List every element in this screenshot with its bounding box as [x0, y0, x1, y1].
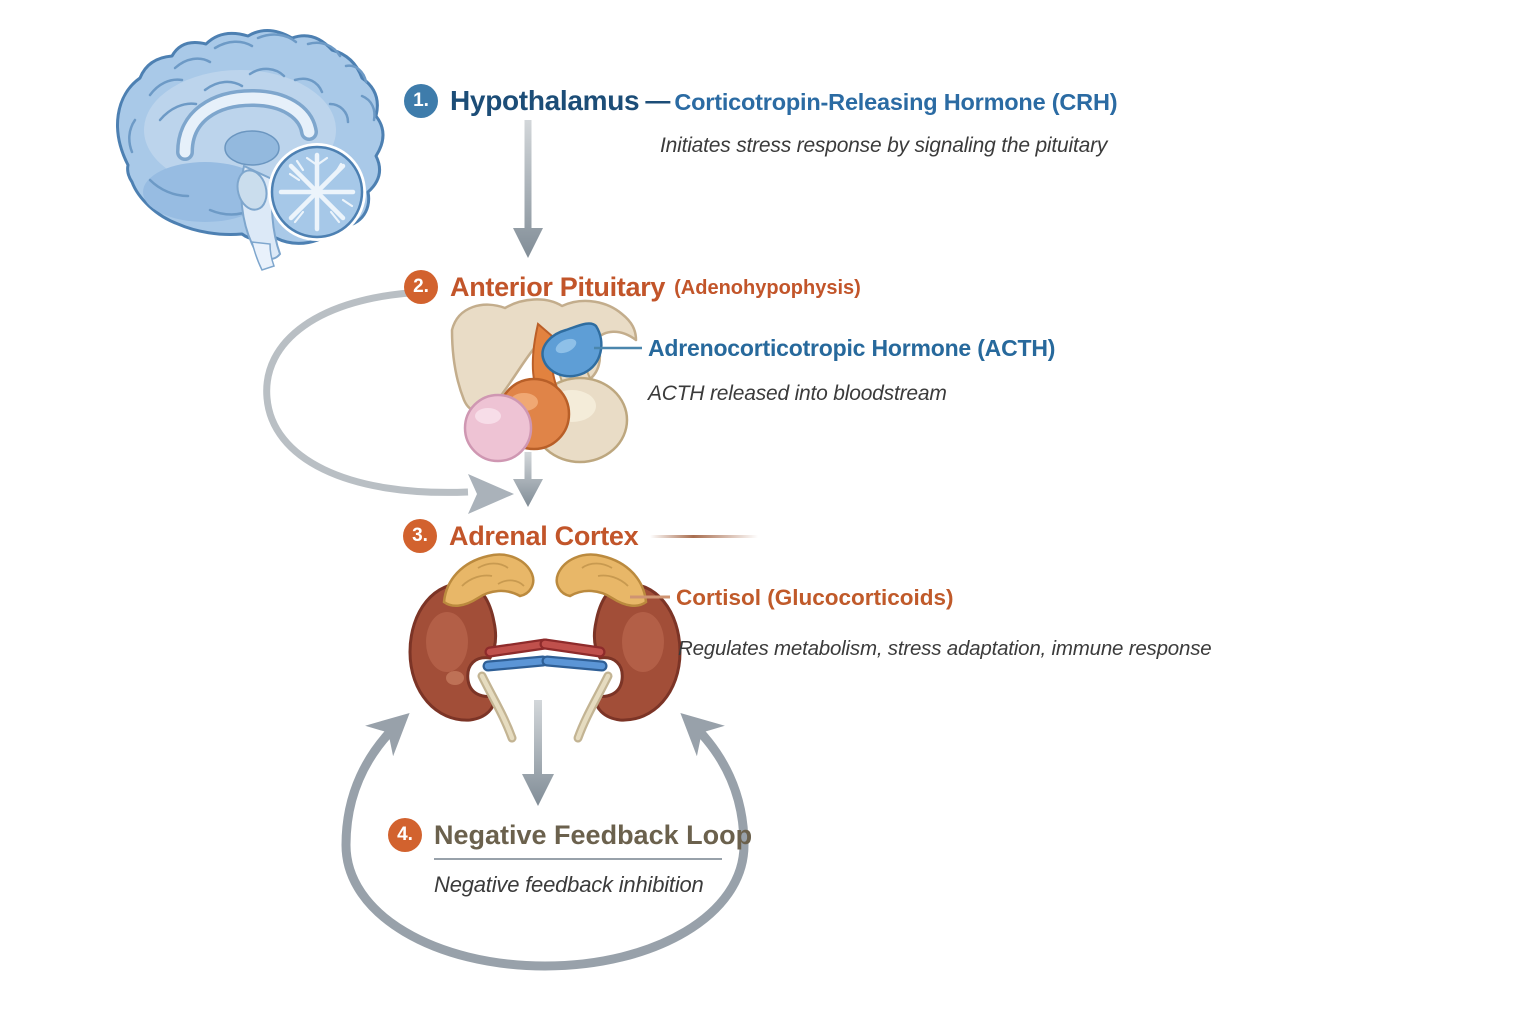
step-2-heading: 2. Anterior Pituitary (Adenohypophysis) — [404, 270, 861, 304]
step-1-heading: 1. Hypothalamus — Corticotropin-Releasin… — [404, 84, 1118, 118]
step-4-badge: 4. — [388, 818, 422, 852]
step-3-title: Adrenal Cortex — [449, 520, 639, 551]
feedback-loop-arrow — [341, 713, 749, 971]
step-1-badge: 1. — [404, 84, 438, 118]
step-4-description: Negative feedback inhibition — [434, 872, 704, 897]
step-1-hormone: Corticotropin-Releasing Hormone (CRH) — [674, 88, 1118, 115]
step-4-title: Negative Feedback Loop — [434, 819, 753, 850]
step-1-connector: — — [645, 86, 671, 115]
kidneys-illustration — [408, 553, 682, 743]
left-kidney — [408, 553, 551, 743]
step-4-underline — [434, 858, 722, 860]
step-2-badge: 2. — [404, 270, 438, 304]
step-2-hormone: Adrenocorticotropic Hormone (ACTH) — [648, 335, 1056, 361]
step-3-description: Regulates metabolism, stress adaptation,… — [678, 637, 1212, 660]
step-2-title: Anterior Pituitary — [450, 271, 666, 302]
down-arrow-2 — [513, 452, 543, 507]
step-3-badge: 3. — [403, 519, 437, 553]
step-2-description: ACTH released into bloodstream — [648, 382, 947, 405]
step-3-hormone: Cortisol (Glucocorticoids) — [676, 585, 954, 610]
pituitary-illustration — [450, 298, 642, 464]
down-arrow-3 — [522, 700, 554, 806]
step-1-description: Initiates stress response by signaling t… — [660, 134, 1108, 157]
step-3-taper-line — [650, 534, 759, 538]
right-kidney — [539, 553, 682, 743]
step-1-title: Hypothalamus — [450, 85, 640, 116]
step-2-qualifier: (Adenohypophysis) — [674, 277, 861, 299]
down-arrow-1 — [513, 120, 543, 258]
step-3-heading: 3. Adrenal Cortex — [403, 519, 759, 553]
bypass-curved-arrow — [263, 288, 514, 514]
step-4-heading: 4. Negative Feedback Loop — [388, 818, 752, 852]
brain-illustration — [116, 29, 385, 271]
